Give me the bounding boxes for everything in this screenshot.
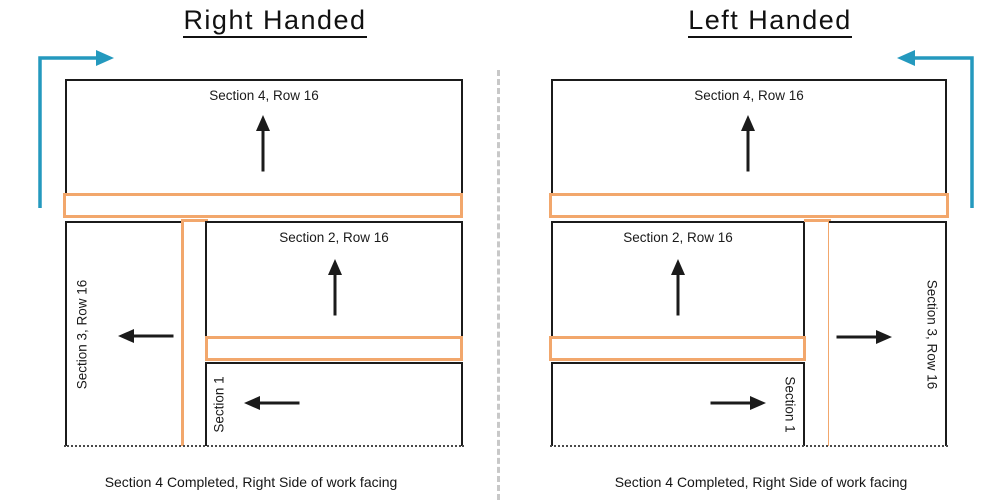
lh-section3-right-arrow-icon (836, 330, 892, 344)
left-handed-title: Left Handed (570, 4, 970, 38)
left-handed-title-text: Left Handed (688, 5, 852, 38)
rh-section1-left-arrow-icon (244, 396, 300, 410)
lh-section4-up-arrow-icon (741, 115, 755, 172)
rh-row-highlight-band-middle (205, 336, 463, 361)
lh-row-highlight-band-top (549, 193, 949, 218)
rh-section4-label: Section 4, Row 16 (209, 88, 319, 103)
lh-section4-label: Section 4, Row 16 (694, 88, 804, 103)
lh-section2-label: Section 2, Row 16 (623, 230, 733, 245)
rh-section2-label: Section 2, Row 16 (279, 230, 389, 245)
lh-dotted-baseline (550, 445, 948, 447)
lh-section2-box: Section 2, Row 16 (551, 221, 805, 338)
turn-direction-arrow-icon (38, 50, 114, 208)
rh-section2-up-arrow-icon (328, 259, 342, 316)
lh-section1-label: Section 1 (782, 375, 798, 433)
rh-column-highlight-strip (181, 219, 208, 446)
lh-row-highlight-band-middle (549, 336, 806, 361)
lh-section3-box (829, 221, 947, 446)
right-handed-title-text: Right Handed (183, 5, 367, 38)
rh-section4-up-arrow-icon (256, 115, 270, 172)
rh-row-highlight-band-top (63, 193, 463, 218)
rh-section3-left-arrow-icon (118, 329, 174, 343)
lh-section3-label: Section 3, Row 16 (924, 279, 940, 389)
rh-section1-label: Section 1 (211, 375, 227, 433)
lh-caption: Section 4 Completed, Right Side of work … (614, 474, 908, 490)
panel-divider-line (497, 70, 500, 500)
right-handed-title: Right Handed (75, 4, 475, 38)
lh-section1-right-arrow-icon (710, 396, 766, 410)
turn-direction-arrow-icon (897, 50, 974, 208)
rh-dotted-baseline (64, 445, 464, 447)
rh-caption: Section 4 Completed, Right Side of work … (104, 474, 398, 490)
rh-section3-label: Section 3, Row 16 (74, 279, 90, 389)
lh-section2-up-arrow-icon (671, 259, 685, 316)
lh-column-highlight-strip (804, 219, 831, 446)
